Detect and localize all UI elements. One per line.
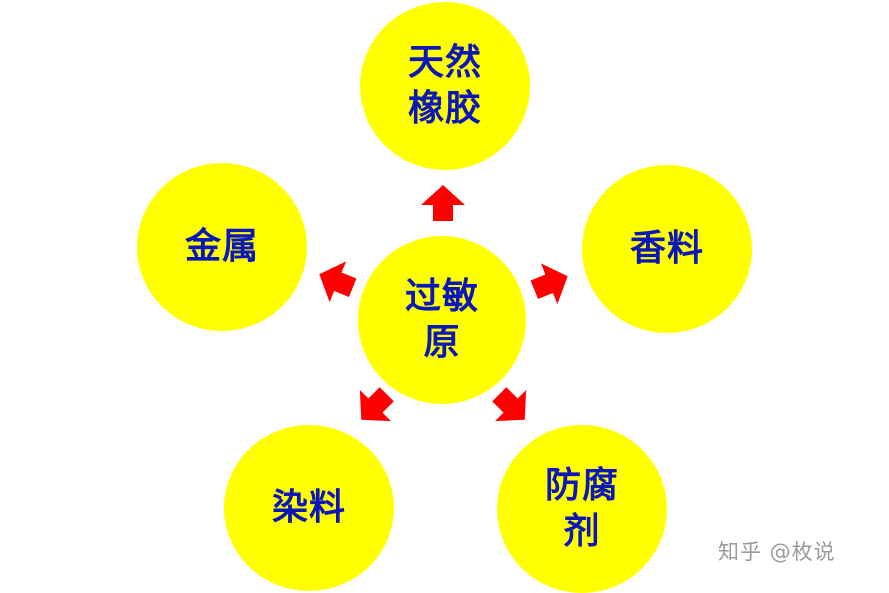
arrow-to-left [319,261,357,303]
node-fragrance-label: 香料 [629,228,704,269]
node-natural-rubber: 天然 橡胶 [360,2,530,170]
node-metal: 金属 [137,163,307,331]
arrow-to-right [530,263,568,305]
node-preservative-label: 防腐 剂 [544,465,619,552]
node-fragrance: 香料 [582,165,752,333]
node-allergen-center-label: 过敏 原 [404,276,479,363]
arrow-to-top [421,185,465,221]
node-dye-label: 染料 [271,487,346,528]
node-metal-label: 金属 [184,226,259,267]
node-natural-rubber-label: 天然 橡胶 [407,42,482,129]
node-dye: 染料 [224,425,394,591]
watermark-text: 知乎 @枚说 [718,540,836,564]
node-preservative: 防腐 剂 [497,425,667,593]
node-allergen-center: 过敏 原 [358,236,526,404]
